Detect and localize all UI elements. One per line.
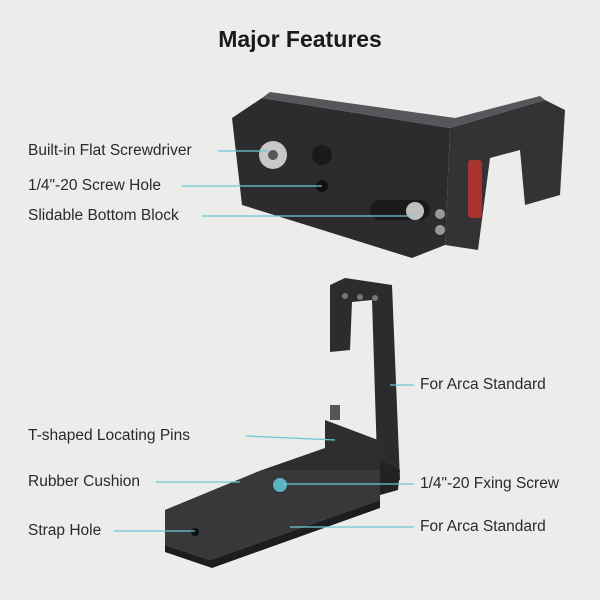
callout-screw-hole: 1/4"-20 Screw Hole <box>28 177 162 194</box>
bracket-top-view <box>232 92 565 258</box>
callout-locating-pins: T-shaped Locating Pins <box>28 427 190 444</box>
page-title: Major Features <box>218 26 382 52</box>
callout-bottom-block: Slidable Bottom Block <box>28 207 179 224</box>
leader-lines <box>114 150 414 532</box>
callout-arca-bottom: For Arca Standard <box>420 518 546 535</box>
callout-fixing-screw: 1/4"-20 Fxing Screw <box>420 475 560 492</box>
bracket-bottom-view <box>165 278 400 568</box>
smallrig-logo-badge <box>468 160 482 218</box>
fixing-screw-knob <box>273 478 287 492</box>
callout-rubber-cushion: Rubber Cushion <box>28 473 141 490</box>
callout-arca-vertical: For Arca Standard <box>420 376 546 393</box>
callout-strap-hole: Strap Hole <box>28 522 102 539</box>
callout-screwdriver: Built-in Flat Screwdriver <box>28 142 192 159</box>
